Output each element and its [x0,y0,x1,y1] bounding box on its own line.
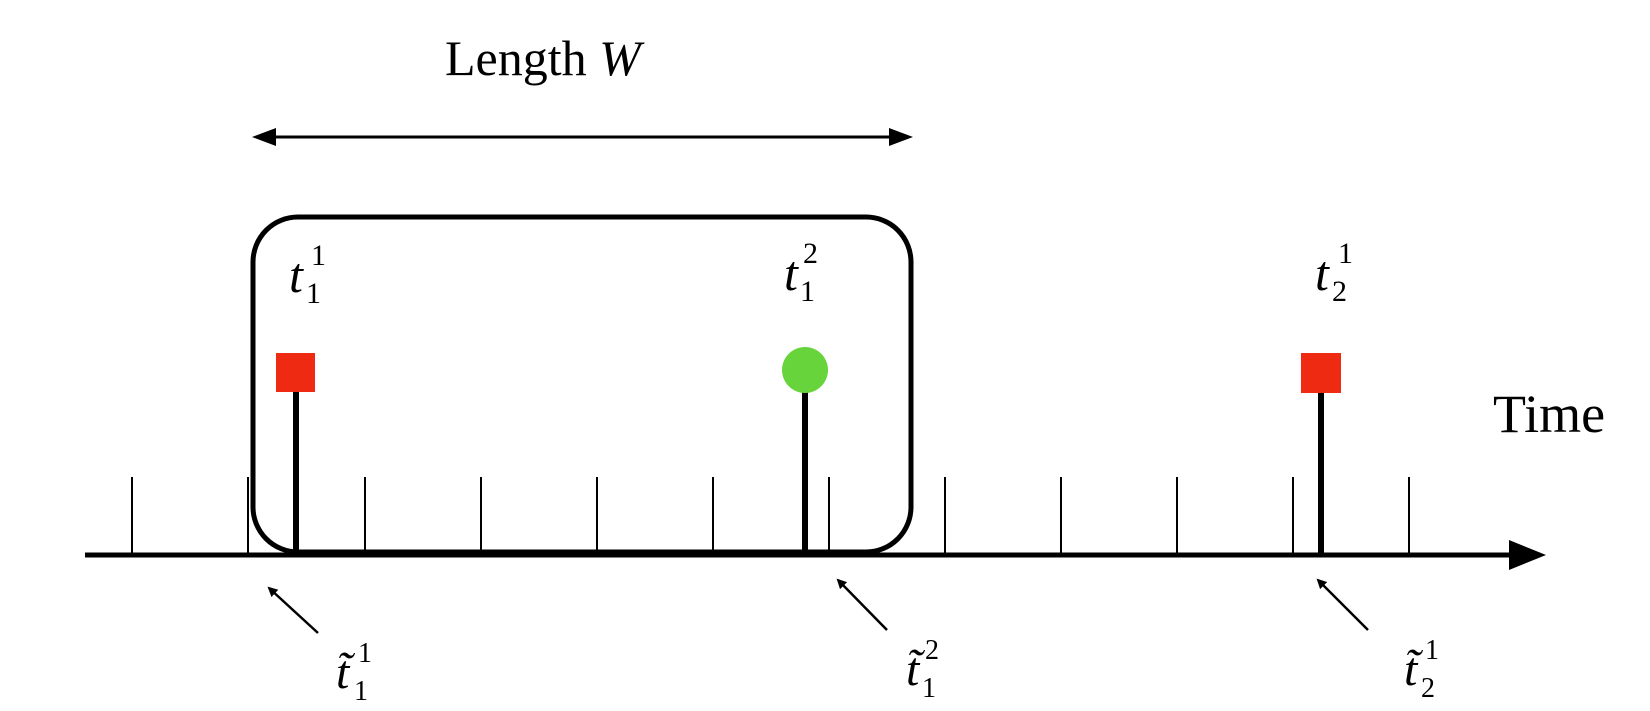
pointer-arrows [267,578,1369,634]
event-marker-t2-1 [1301,353,1341,393]
event-marker-t1-1 [276,353,315,392]
event-label-base: t [289,247,304,303]
discretized-label-tt1-1: t̃ 1 1 [336,620,384,707]
event-label-sub: 1 [306,277,321,310]
event-label-base: t [1315,245,1330,301]
event-label-t1-1: t 1 1 [289,220,339,310]
discretized-label-sub: 2 [1421,673,1435,704]
discretized-label-tt1-2: t̃ 2 1 [906,617,951,704]
discretized-label-tt2-1: t̃ 1 2 [1404,617,1451,704]
time-axis [85,540,1546,570]
pointer-arrow-tt2-1 [1316,578,1369,631]
grid-ticks [131,477,1410,553]
pointer-arrow-tt1-2 [836,578,888,631]
window-length-prefix: Length [445,30,599,86]
discretized-label-sub: 1 [354,676,368,707]
window-span-arrow [252,128,913,146]
event-label-base: t [784,245,799,301]
discretized-label-sup: 1 [358,638,372,669]
time-axis-label: Time [1493,384,1605,444]
event-marker-t1-2 [782,347,828,393]
discretized-label-sub: 1 [922,673,936,704]
window-length-symbol: W [599,30,645,86]
event-label-t2-1: t 1 2 [1315,218,1366,308]
event-stems [293,389,1324,555]
pointer-arrow-tt1-1 [267,586,319,634]
event-label-sup: 1 [311,239,326,272]
event-label-sup: 2 [803,237,818,270]
event-label-sub: 1 [800,275,815,308]
discretized-label-sup: 1 [1425,635,1439,666]
discretized-label-base: t̃ [336,646,355,699]
event-label-sup: 1 [1338,237,1353,270]
event-label-sub: 2 [1332,275,1347,308]
event-label-t1-2: t 2 1 [784,218,831,308]
window-box [250,214,914,555]
discretized-label-sup: 2 [925,635,939,666]
window-length-title: Length W [445,30,645,86]
